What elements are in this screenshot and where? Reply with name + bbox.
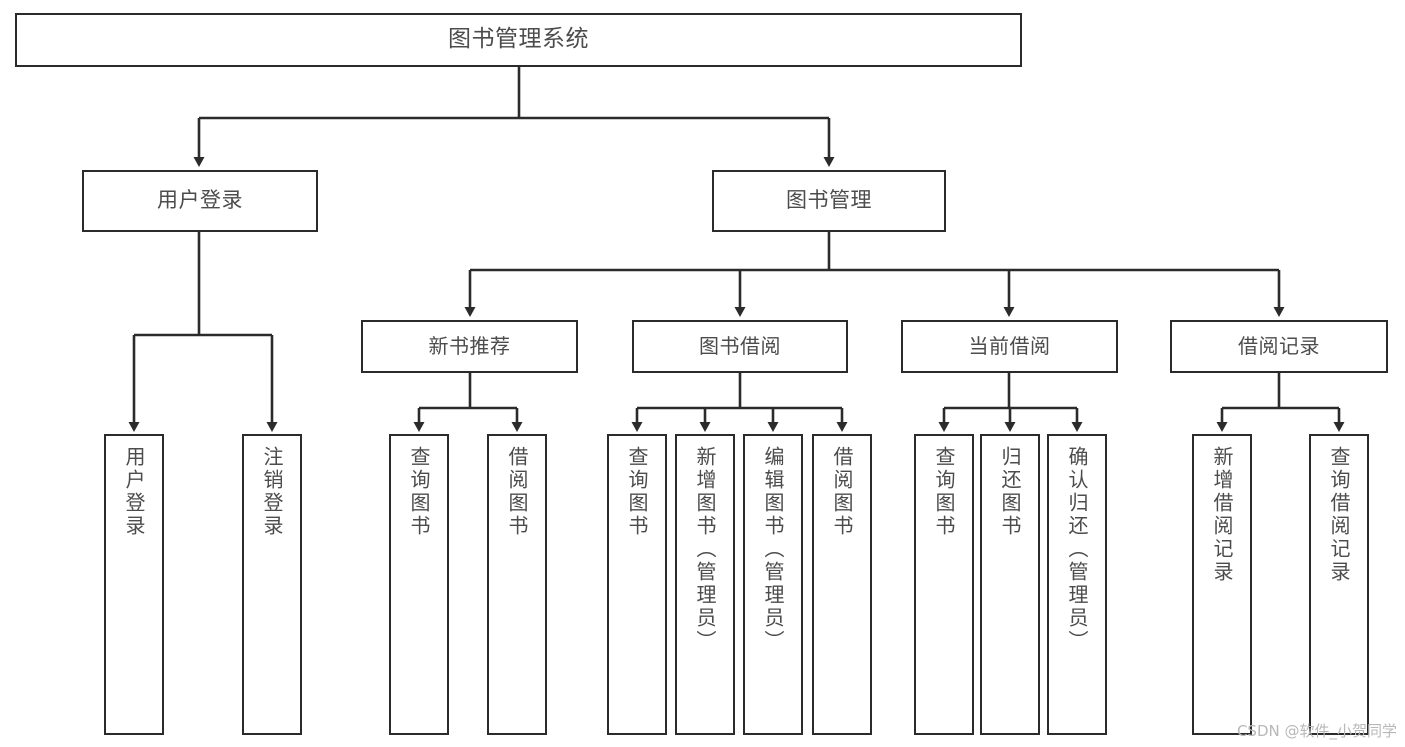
leaf-borrow-record-query-record[interactable]: 查询借阅记录 bbox=[1309, 434, 1369, 735]
node-label: 归还图书 bbox=[998, 446, 1022, 538]
node-book-management-system[interactable]: 图书管理系统 bbox=[15, 13, 1022, 67]
leaf-book-borrow-borrow-book[interactable]: 借阅图书 bbox=[812, 434, 872, 735]
leaf-book-borrow-query-book[interactable]: 查询图书 bbox=[607, 434, 667, 735]
leaf-current-borrow-confirm-return-admin[interactable]: 确认归还（管理员） bbox=[1047, 434, 1107, 735]
node-label: 图书管理 bbox=[786, 188, 872, 213]
leaf-user-login-logout[interactable]: 注销登录 bbox=[242, 434, 302, 735]
leaf-new-book-query-book[interactable]: 查询图书 bbox=[389, 434, 449, 735]
node-label: 当前借阅 bbox=[968, 334, 1051, 359]
leaf-book-borrow-edit-book-admin[interactable]: 编辑图书（管理员） bbox=[743, 434, 803, 735]
node-label: 用户登录 bbox=[122, 446, 146, 538]
node-label: 查询图书 bbox=[932, 446, 956, 538]
node-label: 借阅图书 bbox=[505, 446, 529, 538]
node-label: 新书推荐 bbox=[428, 334, 511, 359]
node-label: 编辑图书（管理员） bbox=[761, 446, 785, 653]
node-label: 借阅图书 bbox=[830, 446, 854, 538]
node-label: 借阅记录 bbox=[1238, 334, 1320, 359]
leaf-new-book-borrow-book[interactable]: 借阅图书 bbox=[487, 434, 547, 735]
leaf-borrow-record-add-record[interactable]: 新增借阅记录 bbox=[1192, 434, 1252, 735]
leaf-book-borrow-add-book-admin[interactable]: 新增图书（管理员） bbox=[675, 434, 735, 735]
node-borrow-record[interactable]: 借阅记录 bbox=[1170, 320, 1388, 373]
csdn-watermark: CSDN @软件_小贺同学 bbox=[1236, 722, 1397, 740]
node-user-login[interactable]: 用户登录 bbox=[82, 170, 318, 232]
node-label: 图书管理系统 bbox=[448, 26, 589, 53]
leaf-current-borrow-query-book[interactable]: 查询图书 bbox=[914, 434, 974, 735]
node-new-book-recommend[interactable]: 新书推荐 bbox=[361, 320, 578, 373]
node-label: 查询借阅记录 bbox=[1327, 446, 1351, 584]
node-book-borrow[interactable]: 图书借阅 bbox=[632, 320, 848, 373]
node-label: 图书借阅 bbox=[699, 334, 781, 359]
node-label: 查询图书 bbox=[407, 446, 431, 538]
node-book-management[interactable]: 图书管理 bbox=[712, 170, 946, 232]
node-label: 新增图书（管理员） bbox=[693, 446, 717, 653]
node-label: 注销登录 bbox=[260, 446, 284, 538]
node-label: 查询图书 bbox=[625, 446, 649, 538]
node-current-borrow[interactable]: 当前借阅 bbox=[901, 320, 1118, 373]
node-label: 确认归还（管理员） bbox=[1065, 446, 1089, 653]
node-label: 新增借阅记录 bbox=[1210, 446, 1234, 584]
leaf-user-login-login[interactable]: 用户登录 bbox=[104, 434, 164, 735]
leaf-current-borrow-return-book[interactable]: 归还图书 bbox=[980, 434, 1040, 735]
node-label: 用户登录 bbox=[157, 188, 243, 213]
